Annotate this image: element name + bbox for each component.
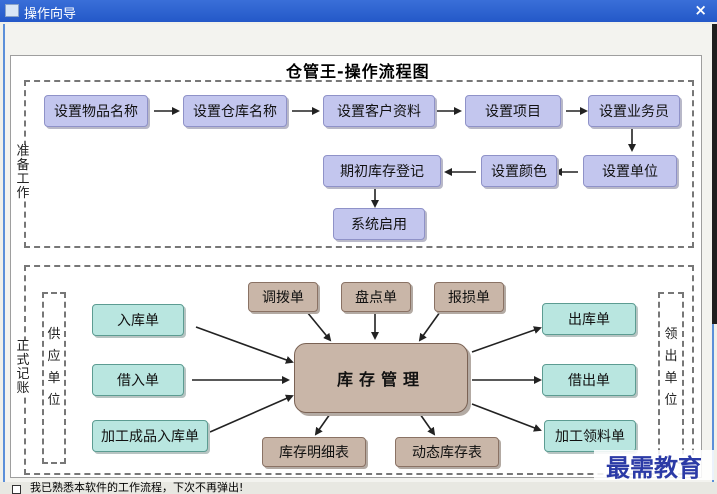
- title-bar: 操作向导 ×: [0, 0, 717, 22]
- step-customer-info[interactable]: 设置客户资料: [323, 95, 435, 127]
- prep-section-label: 准备工作: [16, 144, 30, 201]
- step-opening-stock[interactable]: 期初库存登记: [323, 155, 441, 187]
- inbound-receipt[interactable]: 入库单: [92, 304, 184, 336]
- outbound-process-pick[interactable]: 加工领料单: [544, 420, 636, 452]
- outbound-borrow[interactable]: 借出单: [542, 364, 636, 396]
- doc-scrap[interactable]: 报损单: [434, 282, 504, 312]
- doc-transfer[interactable]: 调拨单: [248, 282, 318, 312]
- dont-show-again-checkbox[interactable]: [12, 485, 21, 494]
- step-unit[interactable]: 设置单位: [583, 155, 677, 187]
- report-stock-detail[interactable]: 库存明细表: [262, 437, 366, 467]
- window-title: 操作向导: [24, 7, 77, 22]
- step-item-name[interactable]: 设置物品名称: [44, 95, 148, 127]
- dont-show-again-label[interactable]: 我已熟悉本软件的工作流程，下次不再弹出!: [30, 481, 244, 494]
- supplier-frame: [42, 292, 66, 464]
- inbound-processed[interactable]: 加工成品入库单: [92, 420, 208, 452]
- formal-section-label: 正式记账: [16, 339, 30, 396]
- step-system-start[interactable]: 系统启用: [333, 208, 425, 240]
- diagram-title: 仓管王-操作流程图: [286, 62, 430, 81]
- step-project[interactable]: 设置项目: [465, 95, 561, 127]
- footer-bar: 我已熟悉本软件的工作流程，下次不再弹出!: [0, 482, 717, 494]
- window-edge: [712, 24, 717, 324]
- close-icon[interactable]: ×: [694, 1, 707, 19]
- app-icon: [5, 4, 19, 17]
- inventory-management[interactable]: 库存管理: [294, 343, 468, 413]
- report-dynamic-stock[interactable]: 动态库存表: [395, 437, 499, 467]
- watermark: 最需教育: [594, 450, 714, 482]
- supplier-label: 供应单位: [47, 327, 61, 408]
- doc-stocktake[interactable]: 盘点单: [341, 282, 411, 312]
- step-warehouse-name[interactable]: 设置仓库名称: [183, 95, 287, 127]
- receiver-label: 领出单位: [664, 327, 678, 408]
- step-salesperson[interactable]: 设置业务员: [588, 95, 680, 127]
- inbound-borrow[interactable]: 借入单: [92, 364, 184, 396]
- outbound-issue[interactable]: 出库单: [542, 303, 636, 335]
- step-color[interactable]: 设置颜色: [481, 155, 557, 187]
